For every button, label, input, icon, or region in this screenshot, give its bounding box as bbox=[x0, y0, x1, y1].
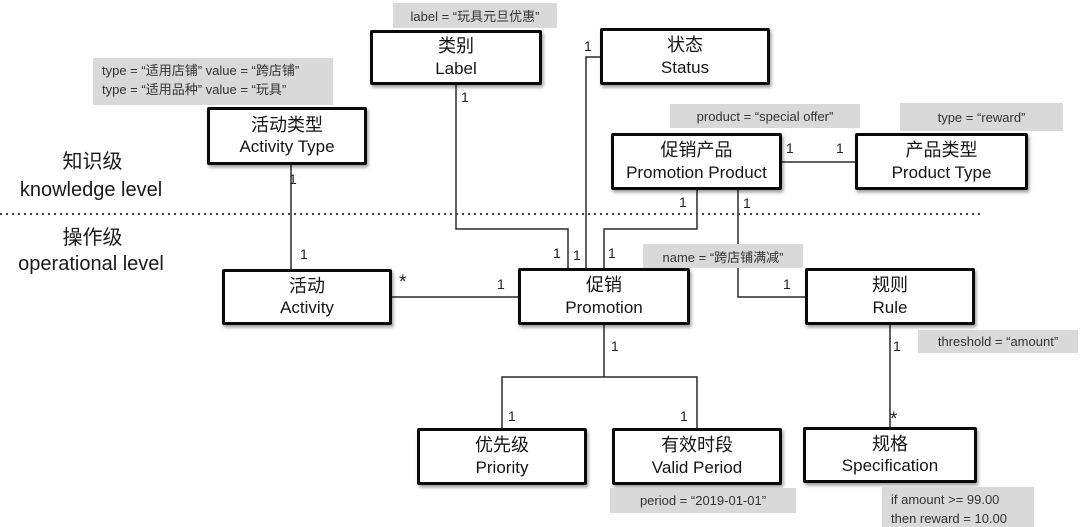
annotation-product-type-value: type = “reward” bbox=[900, 103, 1063, 131]
node-valid-period-en: Valid Period bbox=[651, 457, 743, 477]
node-status-zh: 状态 bbox=[667, 35, 703, 55]
annotation-rule-value: threshold = “amount” bbox=[918, 330, 1078, 353]
node-activity-type-en: Activity Type bbox=[239, 137, 335, 157]
multiplicity-status-promotion-end: 1 bbox=[573, 247, 581, 263]
annotation-activity-type-values: type = “适用店铺” value = “跨店铺” type = “适用品种… bbox=[93, 58, 333, 105]
node-activity-type-zh: 活动类型 bbox=[251, 114, 323, 135]
node-product-type: 产品类型 Product Type bbox=[855, 133, 1028, 190]
node-rule-zh: 规则 bbox=[872, 275, 908, 295]
knowledge-level-label-en: knowledge level bbox=[19, 179, 163, 201]
multiplicity-activity-star: * bbox=[399, 272, 407, 293]
multiplicity-label-promotion-end: 1 bbox=[553, 245, 561, 261]
edge-status-promotion bbox=[585, 56, 600, 268]
annotation-promotion-value: name = “跨店铺满减” bbox=[643, 244, 803, 268]
multiplicity-promotion-product-product-type-pp-end: 1 bbox=[786, 140, 794, 156]
node-promotion-product-en: Promotion Product bbox=[626, 162, 767, 182]
multiplicity-activity-type-activity-end: 1 bbox=[300, 246, 308, 262]
multiplicity-promotion-product-promotion-end: 1 bbox=[608, 245, 616, 261]
node-product-type-zh: 产品类型 bbox=[905, 140, 978, 160]
node-activity: 活动 Activity bbox=[222, 269, 392, 325]
node-specification-en: Specification bbox=[841, 456, 939, 476]
annotation-promotion-product-value: product = “special offer” bbox=[670, 104, 860, 128]
node-rule-en: Rule bbox=[872, 297, 908, 317]
multiplicity-rule-specification-rule-end: 1 bbox=[893, 338, 901, 354]
node-priority-en: Priority bbox=[475, 457, 529, 477]
multiplicity-promotion-product-product-type-end: 1 bbox=[836, 140, 844, 156]
node-priority: 优先级 Priority bbox=[417, 428, 587, 485]
node-status-en: Status bbox=[660, 57, 710, 77]
multiplicity-promotion-split-priority-end: 1 bbox=[508, 408, 516, 424]
knowledge-level-label-zh: 知识级 bbox=[62, 151, 123, 173]
annotation-valid-period-value: period = “2019-01-01” bbox=[610, 488, 796, 513]
node-activity-type: 活动类型 Activity Type bbox=[207, 107, 367, 165]
operational-level-label-en: operational level bbox=[18, 253, 164, 275]
node-status: 状态 Status bbox=[600, 28, 770, 85]
multiplicity-promotion-product-rule-pp-end: 1 bbox=[743, 195, 751, 211]
level-separator-line bbox=[0, 213, 982, 215]
node-label-zh: 类别 bbox=[438, 36, 474, 56]
node-rule: 规则 Rule bbox=[805, 268, 975, 325]
annotation-label-value: label = “玩具元旦优惠” bbox=[393, 3, 557, 28]
multiplicity-specification-star: * bbox=[890, 409, 898, 430]
node-label: 类别 Label bbox=[370, 30, 542, 85]
node-activity-zh: 活动 bbox=[289, 275, 325, 296]
node-label-en: Label bbox=[435, 58, 477, 78]
node-promotion-zh: 促销 bbox=[586, 275, 622, 295]
node-promotion-product: 促销产品 Promotion Product bbox=[611, 133, 782, 190]
edge-promotion-split bbox=[501, 376, 698, 428]
edge-promotion-product-rule bbox=[737, 190, 805, 298]
node-priority-zh: 优先级 bbox=[475, 435, 529, 455]
node-valid-period-zh: 有效时段 bbox=[661, 435, 733, 455]
multiplicity-activity-promotion-end: 1 bbox=[497, 276, 505, 292]
multiplicity-activity-type-end: 1 bbox=[289, 171, 297, 187]
operational-level-label-zh: 操作级 bbox=[62, 227, 123, 249]
node-specification-zh: 规格 bbox=[872, 433, 908, 454]
node-specification: 规格 Specification bbox=[803, 427, 977, 483]
multiplicity-promotion-split-valid-period-end: 1 bbox=[680, 408, 688, 424]
edge-label-promotion bbox=[455, 85, 569, 268]
node-valid-period: 有效时段 Valid Period bbox=[612, 428, 782, 485]
multiplicity-promotion-product-rule-end: 1 bbox=[783, 276, 791, 292]
node-promotion: 促销 Promotion bbox=[518, 268, 690, 325]
multiplicity-status-end: 1 bbox=[584, 38, 592, 54]
multiplicity-label-end: 1 bbox=[461, 89, 469, 105]
edge-promotion-product-promotion bbox=[603, 190, 698, 268]
node-activity-en: Activity bbox=[280, 298, 334, 318]
annotation-specification-value: if amount >= 99.00 then reward = 10.00 bbox=[882, 487, 1034, 527]
node-promotion-en: Promotion bbox=[565, 297, 643, 317]
multiplicity-promotion-product-promotion-pp-end: 1 bbox=[679, 194, 687, 210]
node-product-type-en: Product Type bbox=[891, 162, 992, 182]
multiplicity-promotion-split-promotion-end: 1 bbox=[611, 338, 619, 354]
node-promotion-product-zh: 促销产品 bbox=[660, 140, 733, 160]
